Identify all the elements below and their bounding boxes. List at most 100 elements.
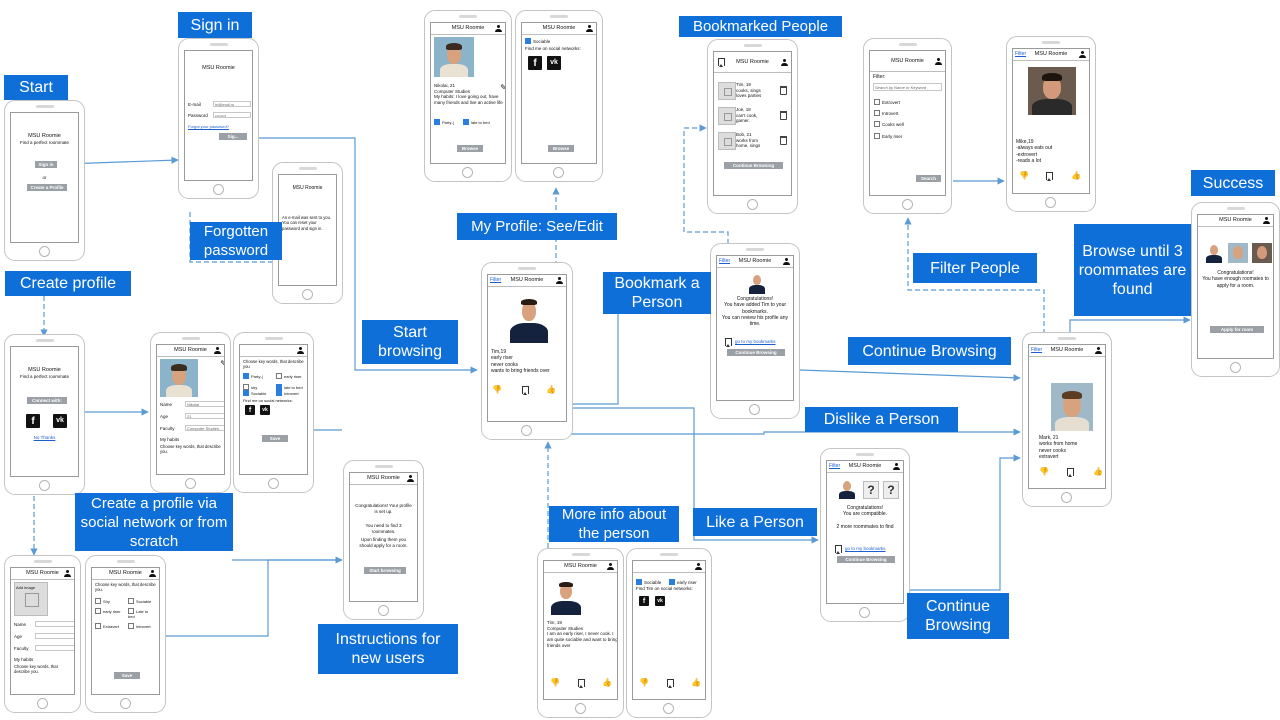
kw-shy[interactable]: shy [243,384,257,390]
edit-pencil-icon[interactable]: ✎ [499,83,505,92]
kw-shy[interactable]: Shy [95,598,110,604]
filter-link[interactable]: Filter [1015,51,1027,57]
filter-extrovert[interactable]: Extrovert [874,99,900,106]
user-icon[interactable] [297,347,304,354]
user-icon[interactable] [586,25,593,32]
user-icon[interactable] [64,570,71,577]
kw-sociable[interactable]: Sociable [128,598,151,604]
filter-early-riser[interactable]: Early riser [874,133,902,140]
filter-link[interactable]: Filter [719,258,731,264]
continue-browsing-button[interactable]: Continue Browsing [724,162,783,169]
vk-icon[interactable]: vk [655,596,665,606]
user-icon[interactable] [495,25,502,32]
user-icon[interactable] [783,258,790,265]
bookmark-bob[interactable]: Bob, 21 works from home, sings [736,132,761,149]
user-icon[interactable] [781,59,788,66]
forgot-password-link[interactable]: Forgot your password? [188,124,229,129]
kw-late-to-bed[interactable]: late to bed [276,384,303,390]
go-bookmarks-link[interactable]: go to my bookmarks [845,546,886,551]
bookmark-tim[interactable]: Tim, 19 cooks, sings loves parties [736,82,762,99]
edit-pencil-icon[interactable]: ✎ [219,359,224,368]
trash-icon[interactable] [780,136,787,145]
password-field[interactable]: •••••••• [213,112,251,118]
continue-browsing-button[interactable]: Continue Browsing [727,349,785,356]
sign-in-button[interactable]: Sign in [35,161,57,168]
facebook-icon[interactable]: f [639,596,649,606]
sign-in-submit-button[interactable]: Sig... [219,133,247,140]
vk-icon[interactable]: vk [53,414,67,428]
save-button[interactable]: Save [262,435,288,442]
kw-early-riser[interactable]: early riser [276,373,302,379]
facebook-icon[interactable]: f [245,405,255,415]
thumb-down-icon[interactable]: 👎 [550,678,560,687]
save-button[interactable]: Save [114,672,140,679]
kw-party[interactable]: Party-( [243,373,263,379]
filter-link[interactable]: Filter [490,277,502,283]
bookmark-icon[interactable] [1046,172,1053,181]
late-check[interactable]: late to bed [463,119,490,125]
kw-late-to-bed[interactable]: Late to bed [128,608,149,619]
kw-introvert[interactable]: Introvert [276,390,299,396]
kw-early-riser[interactable]: early riser [95,608,123,614]
bookmark-joe[interactable]: Joe, 18 can't cook, gamer. [736,107,758,124]
user-icon[interactable] [1079,51,1086,58]
thumb-down-icon[interactable]: 👎 [1039,467,1049,476]
search-input[interactable]: Search by Name or Keyword [873,83,942,91]
user-icon[interactable] [893,463,900,470]
user-icon[interactable] [407,475,414,482]
create-profile-button[interactable]: Create a Profile [27,184,67,191]
user-icon[interactable] [149,570,156,577]
vk-icon[interactable]: vk [547,56,561,70]
age-field[interactable]: 21 [185,413,224,419]
faculty-field[interactable]: Computer Studies [185,425,224,431]
party-check[interactable]: Party-( [434,119,454,125]
thumb-down-icon[interactable]: 👎 [639,678,649,687]
kw-introvert[interactable]: Introvert [128,623,151,629]
email-field[interactable]: hi@mail.ru [213,101,251,107]
facebook-icon[interactable]: f [26,414,40,428]
add-image-placeholder[interactable] [14,582,48,616]
start-browsing-button[interactable]: Start browsing [364,567,406,574]
trash-icon[interactable] [780,86,787,95]
thumb-up-icon[interactable]: 👍 [1093,467,1103,476]
thumb-up-icon[interactable]: 👍 [602,678,612,687]
age-field[interactable] [35,633,74,639]
user-icon[interactable] [214,347,221,354]
continue-browsing-button[interactable]: Continue Browsing [837,556,895,563]
bookmark-icon[interactable] [725,338,732,347]
facebook-icon[interactable]: f [528,56,542,70]
bookmark-icon[interactable] [1067,468,1074,477]
user-icon[interactable] [607,563,614,570]
faculty-field[interactable] [35,645,74,651]
name-field[interactable] [35,621,74,627]
user-icon[interactable] [935,58,942,65]
bookmark-icon[interactable] [578,679,585,688]
filter-link[interactable]: Filter [829,463,841,469]
filter-link[interactable]: Filter [1031,347,1043,353]
filter-introvert[interactable]: Introvert [874,110,899,117]
vk-icon[interactable]: vk [260,405,270,415]
user-icon[interactable] [695,563,702,570]
browse-button[interactable]: Browse [457,145,483,152]
thumb-up-icon[interactable]: 👍 [546,385,556,394]
kw-sociable[interactable]: Sociable [243,390,266,396]
thumb-down-icon[interactable]: 👎 [1019,171,1029,180]
user-icon[interactable] [1095,347,1102,354]
trash-icon[interactable] [780,111,787,120]
user-icon[interactable] [1263,217,1270,224]
sociable-check[interactable]: Sociable [525,38,550,45]
name-field[interactable]: Nikolai [185,401,224,407]
bookmark-icon[interactable] [835,545,842,554]
filter-cooks-well[interactable]: Cooks well [874,121,904,128]
go-bookmarks-link[interactable]: go to my bookmarks [735,339,776,344]
thumb-up-icon[interactable]: 👍 [1071,171,1081,180]
search-button[interactable]: Search [916,175,941,182]
thumb-up-icon[interactable]: 👍 [691,678,701,687]
no-thanks-link[interactable]: No Thanks [33,435,56,440]
connect-with-button[interactable]: Connect with: [27,397,67,404]
thumb-down-icon[interactable]: 👎 [492,385,502,394]
kw-extravert[interactable]: Extravert [95,623,119,629]
browse-button[interactable]: Browse [548,145,574,152]
user-icon[interactable] [556,277,563,284]
bookmark-icon[interactable] [522,386,529,395]
